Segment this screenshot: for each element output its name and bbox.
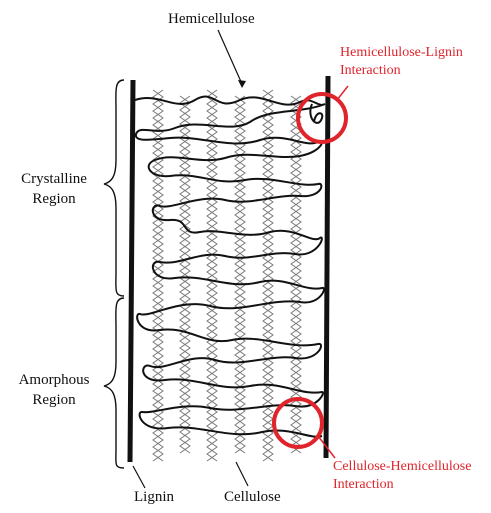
amorphous-brace — [104, 298, 124, 468]
cellulose-fibril-strand — [235, 96, 245, 453]
cellulose-leader — [236, 462, 248, 486]
ch-interaction-label-line1: Cellulose-Hemicellulose — [333, 458, 471, 475]
cellulose-label: Cellulose — [224, 488, 281, 507]
lignin-wall-right — [326, 76, 328, 458]
lignin-leader — [133, 466, 145, 488]
hl-interaction-label-line2: Interaction — [340, 62, 401, 79]
lignin-label: Lignin — [134, 488, 174, 507]
amorphous-region-label-line1: Amorphous — [4, 371, 104, 390]
cellulose-fibril-strand — [207, 90, 217, 461]
hemicellulose-leader — [218, 30, 242, 84]
crystalline-brace — [104, 80, 124, 296]
cellulose-fibril-strand — [180, 96, 190, 453]
hemicellulose-label: Hemicellulose — [168, 10, 255, 29]
hemicellulose-leader-arrow — [238, 80, 246, 88]
hl-interaction-label-line1: Hemicellulose-Lignin — [340, 44, 463, 61]
amorphous-region-label-line2: Region — [4, 391, 104, 410]
lignin-wall-left — [130, 80, 133, 462]
hl-interaction-leader — [337, 86, 348, 100]
crystalline-region-label-line1: Crystalline — [8, 170, 100, 189]
ch-interaction-label-line2: Interaction — [333, 476, 394, 493]
crystalline-region-label-line2: Region — [8, 190, 100, 209]
